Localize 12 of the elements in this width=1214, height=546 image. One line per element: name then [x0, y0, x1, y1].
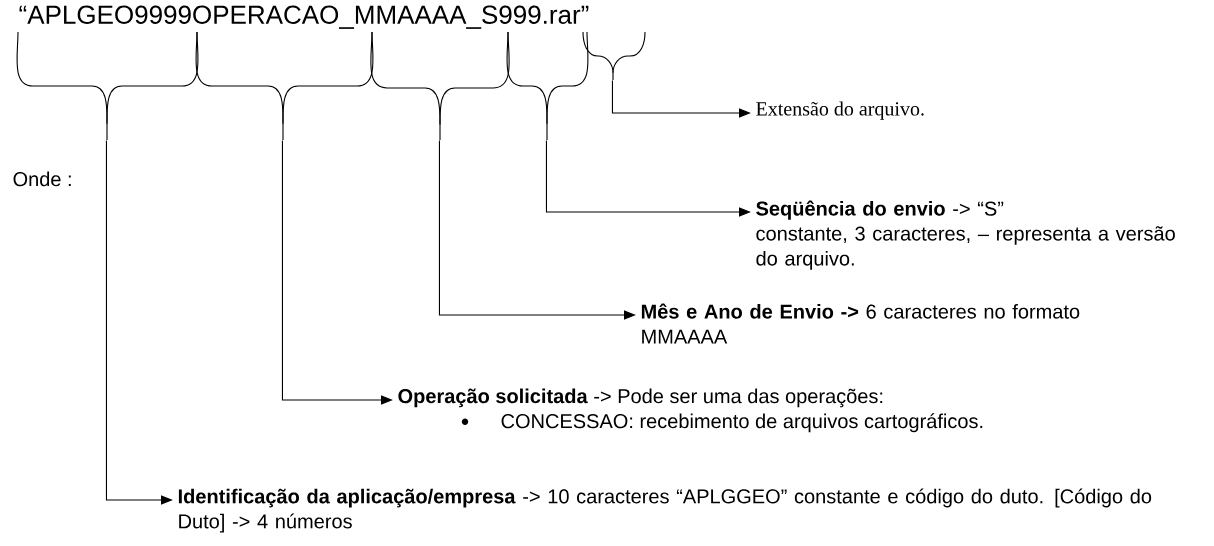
file-name: “APLGEO9999OPERACAO_MMAAAA_S999.rar” — [19, 5, 589, 29]
description-text: Operação solicitada -> Pode ser uma das operações: CONCESSAO: recebimento de arquivos cartográficos. — [398, 388, 983, 433]
description-text: Mês e Ano de Envio -> 6 caracteres no formato MMAAAA — [641, 303, 1080, 344]
description-text: Identificação da aplicação/empresa -> 10 caracteres “APLGGEO” constante e código do duto. [Código do Duto] -> 4 números — [178, 488, 1152, 533]
brace — [195, 31, 374, 141]
description-text: Seqüência do envio -> “S” constante, 3 caracteres, – representa a versão do arquivo. — [756, 200, 1175, 270]
brace — [16, 31, 199, 141]
label: Onde : — [13, 171, 71, 187]
description-text: Extensão do arquivo. — [756, 101, 924, 120]
brace — [582, 31, 646, 81]
brace — [370, 31, 510, 141]
brace — [506, 31, 589, 141]
